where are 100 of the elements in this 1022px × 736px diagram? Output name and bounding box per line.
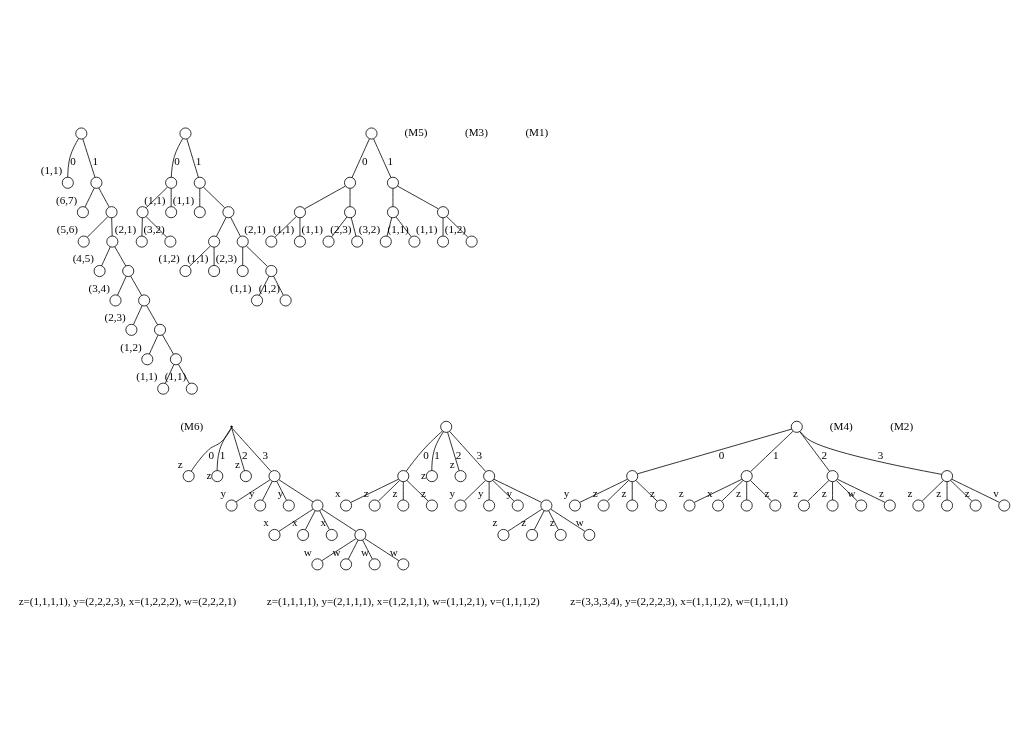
node-circle xyxy=(387,206,399,219)
connector xyxy=(449,430,487,472)
connector xyxy=(258,275,270,296)
connector xyxy=(170,138,184,178)
connector xyxy=(350,478,399,503)
edge-label: 2 xyxy=(821,448,827,461)
connector xyxy=(114,246,127,267)
connector xyxy=(87,216,109,238)
connector xyxy=(82,138,96,178)
node-circle xyxy=(483,470,496,483)
node-circle xyxy=(297,529,310,541)
label: z=(1,1,1,1), y=(2,1,1,1), x=(1,2,1,1), w=(1,1,2,1), v=(1,1,1,2) xyxy=(266,595,540,608)
connector xyxy=(799,431,830,472)
node-circle xyxy=(425,470,438,483)
node-circle xyxy=(969,499,982,512)
connector xyxy=(111,217,113,237)
node-circle xyxy=(265,265,278,277)
connector xyxy=(799,431,943,475)
connector xyxy=(446,216,469,238)
node-circle xyxy=(790,420,803,433)
connector xyxy=(276,480,287,501)
connector xyxy=(832,481,833,501)
label: (M2) xyxy=(890,419,914,432)
connector xyxy=(750,430,794,473)
node-label: w xyxy=(575,516,584,529)
node-label: (2,1) xyxy=(244,223,266,236)
node-circle xyxy=(225,499,238,512)
node-circle xyxy=(105,206,118,219)
node-circle xyxy=(211,470,224,483)
connector xyxy=(186,138,199,178)
node-label: (1,1) xyxy=(144,193,166,206)
connector xyxy=(235,479,271,503)
connector xyxy=(378,480,400,502)
connector xyxy=(550,508,586,532)
node-circle xyxy=(322,235,335,248)
node-circle xyxy=(465,235,478,248)
connector xyxy=(946,481,948,501)
node-label: (1,2) xyxy=(120,340,142,353)
node-label: (1,1) xyxy=(164,370,187,383)
node-circle xyxy=(855,499,868,512)
connector xyxy=(395,216,412,238)
edge-label: 3 xyxy=(476,448,482,461)
node-circle xyxy=(311,499,324,512)
connector xyxy=(637,428,793,475)
node-label: z xyxy=(421,486,427,499)
connector xyxy=(405,430,443,472)
node-circle xyxy=(179,265,192,277)
node-circle xyxy=(208,265,221,277)
node-circle xyxy=(268,529,281,541)
node-circle xyxy=(883,499,896,512)
node-label: (1,1) xyxy=(387,223,409,236)
node-label: w xyxy=(361,545,370,558)
label: z=(1,1,1,1), y=(2,2,2,3), x=(1,2,2,2), w=(2,2,2,1) xyxy=(18,595,237,608)
connector xyxy=(117,276,127,296)
node-circle xyxy=(740,470,753,483)
connector xyxy=(148,334,159,355)
connector xyxy=(534,510,545,530)
node-label: x xyxy=(320,516,327,529)
connector xyxy=(101,246,111,267)
connector xyxy=(133,305,143,325)
node-label: z xyxy=(421,468,427,481)
node-label: z xyxy=(878,486,884,499)
node-label: (2,1) xyxy=(114,223,137,236)
connector xyxy=(693,478,743,503)
edge-label: 0 xyxy=(70,155,76,168)
node-circle xyxy=(526,529,539,541)
connector xyxy=(348,539,359,560)
node-circle xyxy=(294,235,306,248)
node-circle xyxy=(251,294,263,307)
node-label: z xyxy=(235,457,241,470)
node-label: (1,2) xyxy=(258,281,280,294)
connector xyxy=(635,480,658,502)
node-label: z xyxy=(964,486,970,499)
node-circle xyxy=(165,176,178,189)
label: (M6) xyxy=(180,419,204,432)
connector xyxy=(350,217,357,237)
node-circle xyxy=(483,499,496,512)
node-circle xyxy=(136,206,149,219)
node-circle xyxy=(282,499,295,512)
node-circle xyxy=(683,499,696,512)
edge-label: 1 xyxy=(195,155,202,168)
node-point xyxy=(230,425,233,429)
edge-label: 0 xyxy=(718,448,725,461)
edge-label: 1 xyxy=(772,448,779,461)
node-circle xyxy=(626,470,639,483)
node-label: (1,2) xyxy=(158,252,180,265)
node-circle xyxy=(93,265,106,277)
connector xyxy=(373,138,392,178)
connector xyxy=(331,216,348,238)
edge-label: 3 xyxy=(877,448,884,461)
connector xyxy=(447,431,460,471)
node-label: y xyxy=(220,486,227,499)
node-circle xyxy=(236,235,249,248)
connector xyxy=(397,185,439,210)
node-label: z xyxy=(549,516,555,529)
node-circle xyxy=(208,235,221,248)
node-label: z xyxy=(621,486,627,499)
node-label: (1,1) xyxy=(40,164,63,177)
node-label: (2,3) xyxy=(330,223,352,236)
node-circle xyxy=(157,382,170,395)
